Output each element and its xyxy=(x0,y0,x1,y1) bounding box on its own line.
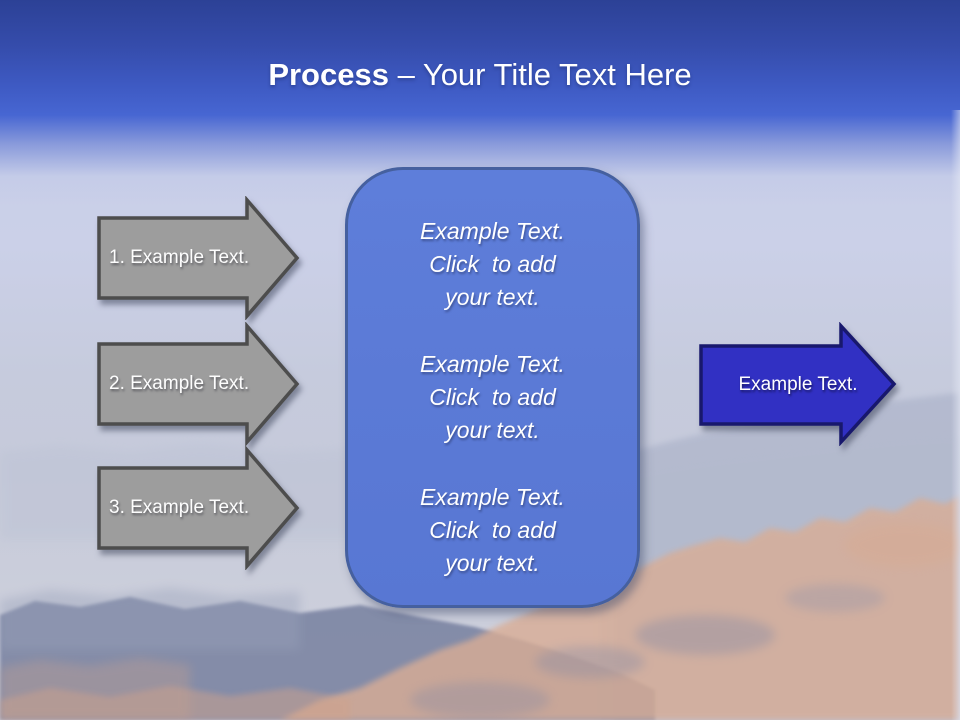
arrow-right-shape xyxy=(97,196,300,320)
arrow-right-shape xyxy=(699,322,897,446)
arrow-right-shape xyxy=(97,446,300,570)
text-panel: Example Text. Click to add your text. Ex… xyxy=(345,167,640,608)
rock-formation xyxy=(280,496,960,720)
output-arrow: Example Text. xyxy=(697,322,897,446)
panel-text-block: Example Text. Click to add your text. xyxy=(420,351,565,443)
step-arrow-3: 3. Example Text. xyxy=(95,446,301,570)
slide-title-rest: – Your Title Text Here xyxy=(388,57,692,92)
arrow-right-shape xyxy=(97,322,300,446)
output-arrow-label: Example Text. xyxy=(738,374,858,395)
slide-title-bold: Process xyxy=(268,57,389,92)
step-arrow-label: 1. Example Text. xyxy=(109,247,250,268)
panel-text-block: Example Text. Click to add your text. xyxy=(420,484,565,576)
foreground-ridges xyxy=(0,658,350,720)
slide-title: Process – Your Title Text Here xyxy=(0,54,960,96)
step-arrow-label: 3. Example Text. xyxy=(109,497,250,518)
photo-edge-highlight xyxy=(951,110,960,720)
panel-text-block: Example Text. Click to add your text. xyxy=(420,218,565,310)
step-arrow-1: 1. Example Text. xyxy=(95,196,301,320)
step-arrow-2: 2. Example Text. xyxy=(95,322,301,446)
step-arrow-label: 2. Example Text. xyxy=(109,373,250,394)
